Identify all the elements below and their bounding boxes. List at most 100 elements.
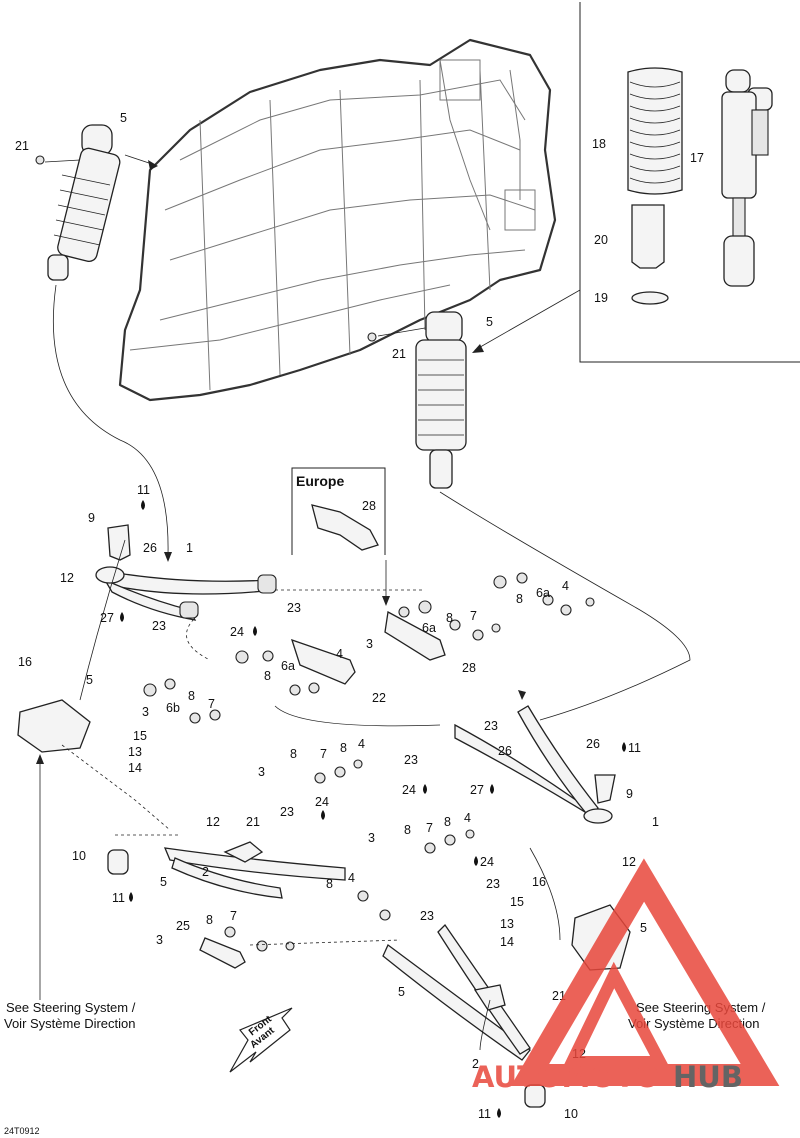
- drop-icon: [253, 626, 257, 636]
- link-25: [199, 937, 246, 969]
- link-28: [384, 610, 446, 661]
- callout-16: 16: [18, 655, 32, 669]
- callout-8: 8: [326, 877, 333, 891]
- callout-16: 16: [532, 875, 546, 889]
- callout-23: 23: [404, 753, 418, 767]
- callout-11: 11: [478, 1107, 491, 1121]
- spring-seat-20: [631, 204, 665, 269]
- callout-28: 28: [362, 499, 376, 513]
- drawing-code: 24T0912: [4, 1126, 40, 1136]
- shock-absorber-17: [721, 69, 773, 287]
- callout-1: 1: [186, 541, 193, 555]
- callout-4: 4: [358, 737, 365, 751]
- upper-right-a-arm: [454, 705, 616, 824]
- callout-4: 4: [348, 871, 355, 885]
- automotohub-watermark: AUTOMOTO HUB: [472, 858, 780, 1094]
- callout-27: 27: [470, 783, 484, 797]
- europe-variant-box: [291, 467, 386, 555]
- callout-4: 4: [562, 579, 569, 593]
- steering-note-right-1: See Steering System /: [636, 1000, 766, 1015]
- warning-triangle-icon: [510, 858, 780, 1086]
- callout-24: 24: [480, 855, 494, 869]
- callout-labels: 21 5 5 21 18 17 20 19 Europe 28 28 11 9 …: [15, 111, 704, 1121]
- steering-note-left-1: See Steering System /: [6, 1000, 136, 1015]
- front-arrow: Front Avant: [229, 1007, 293, 1073]
- callout-21: 21: [246, 815, 260, 829]
- callout-23: 23: [420, 909, 434, 923]
- arrows: [36, 160, 526, 764]
- drop-icons: [120, 500, 626, 1118]
- callout-4: 4: [336, 647, 343, 661]
- leader-lines: [39, 154, 691, 1051]
- callout-22: 22: [372, 691, 386, 705]
- center-shock: [367, 311, 467, 489]
- callout-25: 25: [176, 919, 190, 933]
- callout-7: 7: [470, 609, 477, 623]
- callout-5: 5: [86, 673, 93, 687]
- callout-7: 7: [230, 909, 237, 923]
- callout-23: 23: [152, 619, 166, 633]
- left-knuckle: [17, 699, 91, 753]
- shock-detail-inset: [579, 2, 800, 363]
- europe-label: Europe: [296, 473, 344, 489]
- callout-9: 9: [88, 511, 95, 525]
- watermark-brand-b: HUB: [673, 1060, 743, 1094]
- callout-2: 2: [472, 1057, 479, 1071]
- callout-12: 12: [206, 815, 220, 829]
- callout-23: 23: [287, 601, 301, 615]
- callout-15: 15: [133, 729, 147, 743]
- callout-3: 3: [156, 933, 163, 947]
- callout-20: 20: [594, 233, 608, 247]
- callout-5: 5: [120, 111, 127, 125]
- callout-12: 12: [60, 571, 74, 585]
- drop-icon: [120, 612, 124, 622]
- callout-8: 8: [264, 669, 271, 683]
- drop-icon: [141, 500, 145, 510]
- callout-27: 27: [100, 611, 114, 625]
- callout-23: 23: [486, 877, 500, 891]
- drop-icon: [474, 856, 478, 866]
- callout-5: 5: [640, 921, 647, 935]
- callout-3: 3: [142, 705, 149, 719]
- spring-18: [627, 67, 683, 195]
- callout-19: 19: [594, 291, 608, 305]
- callout-2: 2: [202, 865, 209, 879]
- callout-8: 8: [446, 611, 453, 625]
- hardware-rows: [143, 572, 595, 952]
- drop-icon: [490, 784, 494, 794]
- callout-11: 11: [137, 483, 150, 497]
- callout-23: 23: [280, 805, 294, 819]
- callout-8: 8: [290, 747, 297, 761]
- callout-10: 10: [564, 1107, 578, 1121]
- callout-17: 17: [690, 151, 704, 165]
- callout-7: 7: [426, 821, 433, 835]
- link-22: [290, 638, 356, 685]
- drop-icon: [423, 784, 427, 794]
- callout-8: 8: [188, 689, 195, 703]
- steering-note-left-2: Voir Système Direction: [4, 1016, 136, 1031]
- callout-13: 13: [128, 745, 142, 759]
- callout-7: 7: [320, 747, 327, 761]
- lower-right-a-arm: [382, 923, 546, 1108]
- callout-5: 5: [486, 315, 493, 329]
- upper-left-a-arm: [95, 524, 277, 621]
- callout-11: 11: [628, 741, 641, 755]
- callout-5: 5: [160, 875, 167, 889]
- callout-6a: 6a: [281, 659, 295, 673]
- callout-11: 11: [112, 891, 125, 905]
- callout-6a: 6a: [422, 621, 436, 635]
- left-shock: [35, 124, 121, 281]
- callout-3: 3: [258, 765, 265, 779]
- watermark-brand-a: AUTOMOTO: [472, 1060, 659, 1094]
- callout-26: 26: [498, 744, 512, 758]
- drop-icon: [321, 810, 325, 820]
- callout-13: 13: [500, 917, 514, 931]
- callout-23: 23: [484, 719, 498, 733]
- callout-5: 5: [398, 985, 405, 999]
- washer-19: [631, 291, 669, 305]
- callout-12: 12: [622, 855, 636, 869]
- callout-8: 8: [404, 823, 411, 837]
- callout-1: 1: [652, 815, 659, 829]
- callout-24: 24: [230, 625, 244, 639]
